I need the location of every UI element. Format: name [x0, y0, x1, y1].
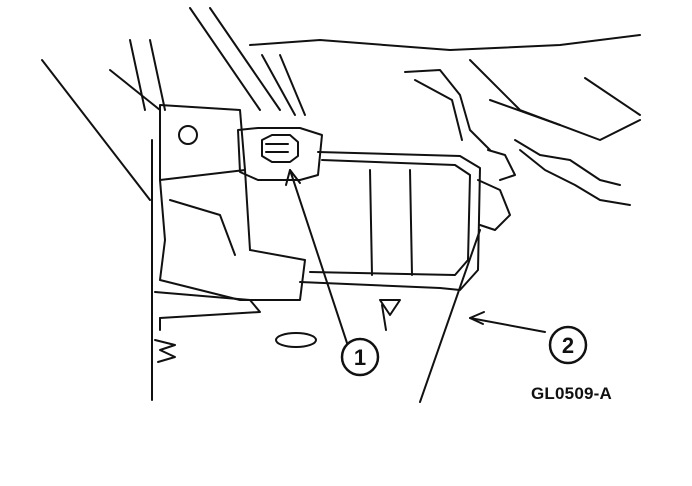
callout-1: 1 [340, 337, 380, 377]
figure-id-label: GL0509-A [531, 384, 612, 403]
engine-block-housing [151, 104, 306, 401]
callout-2-number: 2 [562, 333, 574, 358]
engine-details [275, 229, 481, 403]
callout-leader-lines [285, 169, 546, 347]
bracket [299, 149, 516, 331]
callout-1-number: 1 [354, 345, 366, 370]
engine-structure-outline [41, 7, 641, 206]
bolt [237, 127, 323, 181]
callout-2: 2 [548, 325, 588, 365]
